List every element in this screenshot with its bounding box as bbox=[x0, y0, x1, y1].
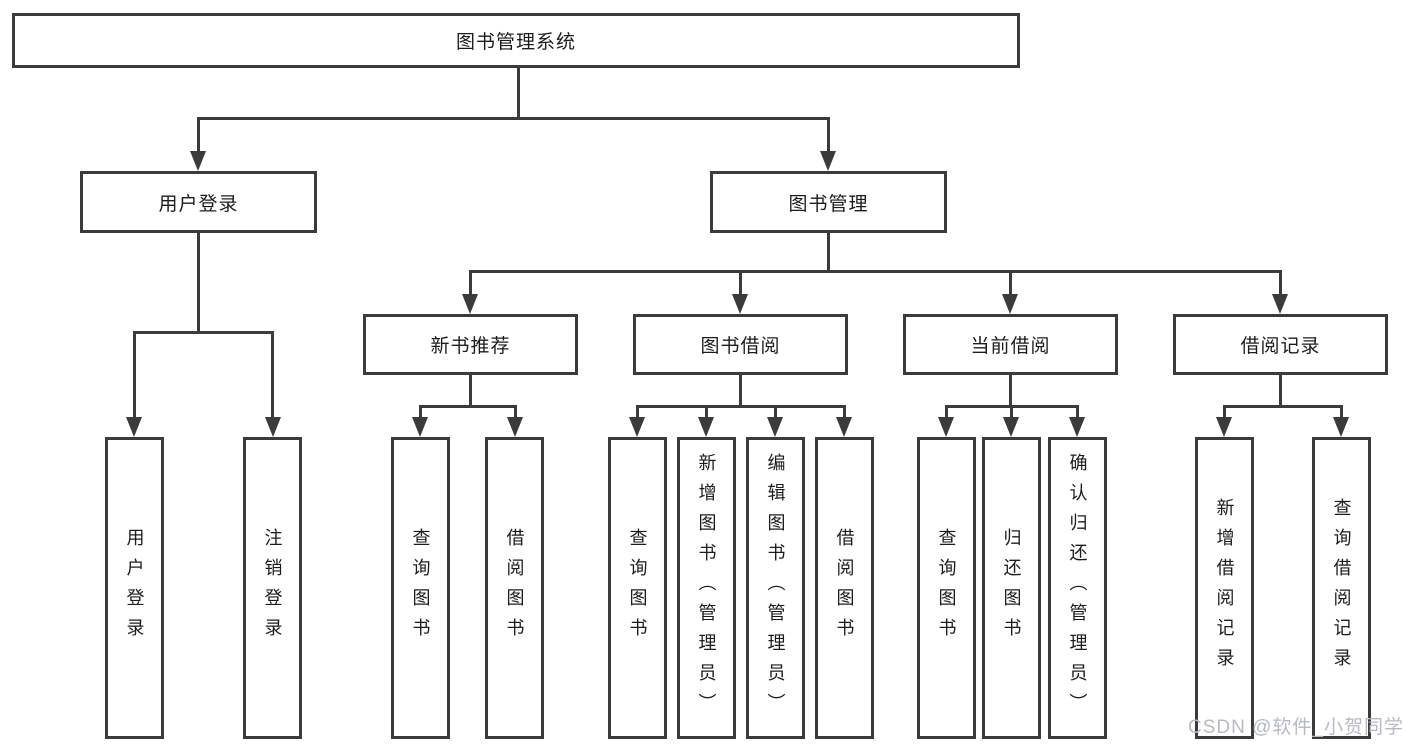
node-add-borrow-record: 新增借阅记录 bbox=[1195, 437, 1254, 739]
connector-to-current-borrow bbox=[1009, 270, 1012, 296]
connector-user-login-stem bbox=[197, 233, 200, 334]
node-new-book-recommend: 新书推荐 bbox=[363, 314, 578, 375]
connector-new-book-split bbox=[419, 405, 517, 408]
arrow-down-icon bbox=[698, 417, 714, 437]
connector-to-book-borrow bbox=[739, 270, 742, 296]
arrow-down-icon bbox=[1069, 417, 1085, 437]
connector-to-login-leaf bbox=[133, 331, 136, 417]
arrow-down-icon bbox=[732, 294, 748, 314]
connector-new-book-stem bbox=[469, 375, 472, 408]
node-user-login: 用户登录 bbox=[80, 171, 317, 233]
connector-book-borrow-stem bbox=[739, 375, 742, 408]
arrow-down-icon bbox=[462, 294, 478, 314]
node-confirm-return-admin: 确认归还（管理员） bbox=[1048, 437, 1107, 739]
node-book-borrowing: 图书借阅 bbox=[633, 314, 848, 375]
arrow-down-icon bbox=[190, 151, 206, 171]
node-label: 编辑图书（管理员） bbox=[765, 453, 786, 723]
connector-leaf-line bbox=[1010, 405, 1013, 419]
node-label: 借阅图书 bbox=[504, 528, 525, 648]
node-borrow-books-recommend: 借阅图书 bbox=[485, 437, 544, 739]
arrow-down-icon bbox=[938, 417, 954, 437]
node-return-books: 归还图书 bbox=[982, 437, 1041, 739]
connector-to-book-management bbox=[827, 117, 830, 153]
arrow-down-icon bbox=[1216, 417, 1232, 437]
node-label: 新增图书（管理员） bbox=[696, 453, 717, 723]
node-label: 注销登录 bbox=[262, 528, 283, 648]
arrow-down-icon bbox=[507, 417, 523, 437]
node-label: 图书借阅 bbox=[700, 336, 781, 357]
connector-book-mgmt-stem bbox=[827, 233, 830, 273]
arrow-down-icon bbox=[629, 417, 645, 437]
connector-leaf-line bbox=[1340, 405, 1343, 419]
node-borrow-books: 借阅图书 bbox=[815, 437, 874, 739]
node-label: 查询图书 bbox=[936, 528, 957, 648]
node-label: 借阅记录 bbox=[1240, 336, 1321, 357]
connector-leaf-line bbox=[843, 405, 846, 419]
node-label: 图书管理系统 bbox=[455, 32, 576, 53]
connector-book-mgmt-split bbox=[469, 270, 1280, 273]
node-label: 查询借阅记录 bbox=[1331, 498, 1352, 678]
node-label: 归还图书 bbox=[1001, 528, 1022, 648]
connector-borrow-records-split bbox=[1223, 405, 1343, 408]
connector-to-borrow-records bbox=[1279, 270, 1282, 296]
arrow-down-icon bbox=[820, 151, 836, 171]
node-add-books-admin: 新增图书（管理员） bbox=[677, 437, 736, 739]
connector-leaf-line bbox=[419, 405, 422, 419]
arrow-down-icon bbox=[265, 417, 281, 437]
arrow-down-icon bbox=[1272, 294, 1288, 314]
connector-to-user-login bbox=[197, 117, 200, 153]
node-borrowing-records: 借阅记录 bbox=[1173, 314, 1388, 375]
node-label: 确认归还（管理员） bbox=[1067, 453, 1088, 723]
node-logout: 注销登录 bbox=[243, 437, 302, 739]
node-query-books-current: 查询图书 bbox=[917, 437, 976, 739]
node-book-management: 图书管理 bbox=[710, 171, 947, 233]
node-label: 借阅图书 bbox=[834, 528, 855, 648]
connector-leaf-line bbox=[774, 405, 777, 419]
arrow-down-icon bbox=[1002, 294, 1018, 314]
connector-leaf-line bbox=[1076, 405, 1079, 419]
watermark: CSDN @软件_小贺同学 bbox=[1188, 717, 1404, 738]
connector-to-logout-leaf bbox=[271, 331, 274, 417]
node-label: 用户登录 bbox=[158, 193, 239, 215]
node-query-books-recommend: 查询图书 bbox=[391, 437, 450, 739]
node-label: 新增借阅记录 bbox=[1214, 498, 1235, 678]
connector-leaf-line bbox=[945, 405, 948, 419]
arrow-down-icon bbox=[1003, 417, 1019, 437]
node-query-borrow-record: 查询借阅记录 bbox=[1312, 437, 1371, 739]
arrow-down-icon bbox=[412, 417, 428, 437]
connector-book-borrow-split bbox=[636, 405, 846, 408]
connector-to-new-book bbox=[469, 270, 472, 296]
connector-leaf-line bbox=[1223, 405, 1226, 419]
node-current-borrowing: 当前借阅 bbox=[903, 314, 1118, 375]
node-edit-books-admin: 编辑图书（管理员） bbox=[746, 437, 805, 739]
node-label: 当前借阅 bbox=[970, 336, 1051, 357]
connector-user-login-split bbox=[133, 331, 274, 334]
connector-current-borrow-stem bbox=[1009, 375, 1012, 408]
connector-root-stem bbox=[517, 68, 520, 118]
arrow-down-icon bbox=[126, 417, 142, 437]
node-label: 查询图书 bbox=[627, 528, 648, 648]
node-query-books-borrow: 查询图书 bbox=[608, 437, 667, 739]
connector-leaf-line bbox=[705, 405, 708, 419]
node-label: 新书推荐 bbox=[430, 336, 511, 357]
arrow-down-icon bbox=[1333, 417, 1349, 437]
connector-root-split bbox=[197, 117, 830, 120]
connector-leaf-line bbox=[636, 405, 639, 419]
node-label: 图书管理 bbox=[788, 193, 869, 215]
node-user-login-leaf: 用户登录 bbox=[105, 437, 164, 739]
arrow-down-icon bbox=[767, 417, 783, 437]
node-label: 用户登录 bbox=[124, 528, 145, 648]
arrow-down-icon bbox=[836, 417, 852, 437]
node-label: 查询图书 bbox=[410, 528, 431, 648]
connector-leaf-line bbox=[514, 405, 517, 419]
node-book-management-system: 图书管理系统 bbox=[12, 13, 1020, 68]
connector-borrow-records-stem bbox=[1279, 375, 1282, 408]
